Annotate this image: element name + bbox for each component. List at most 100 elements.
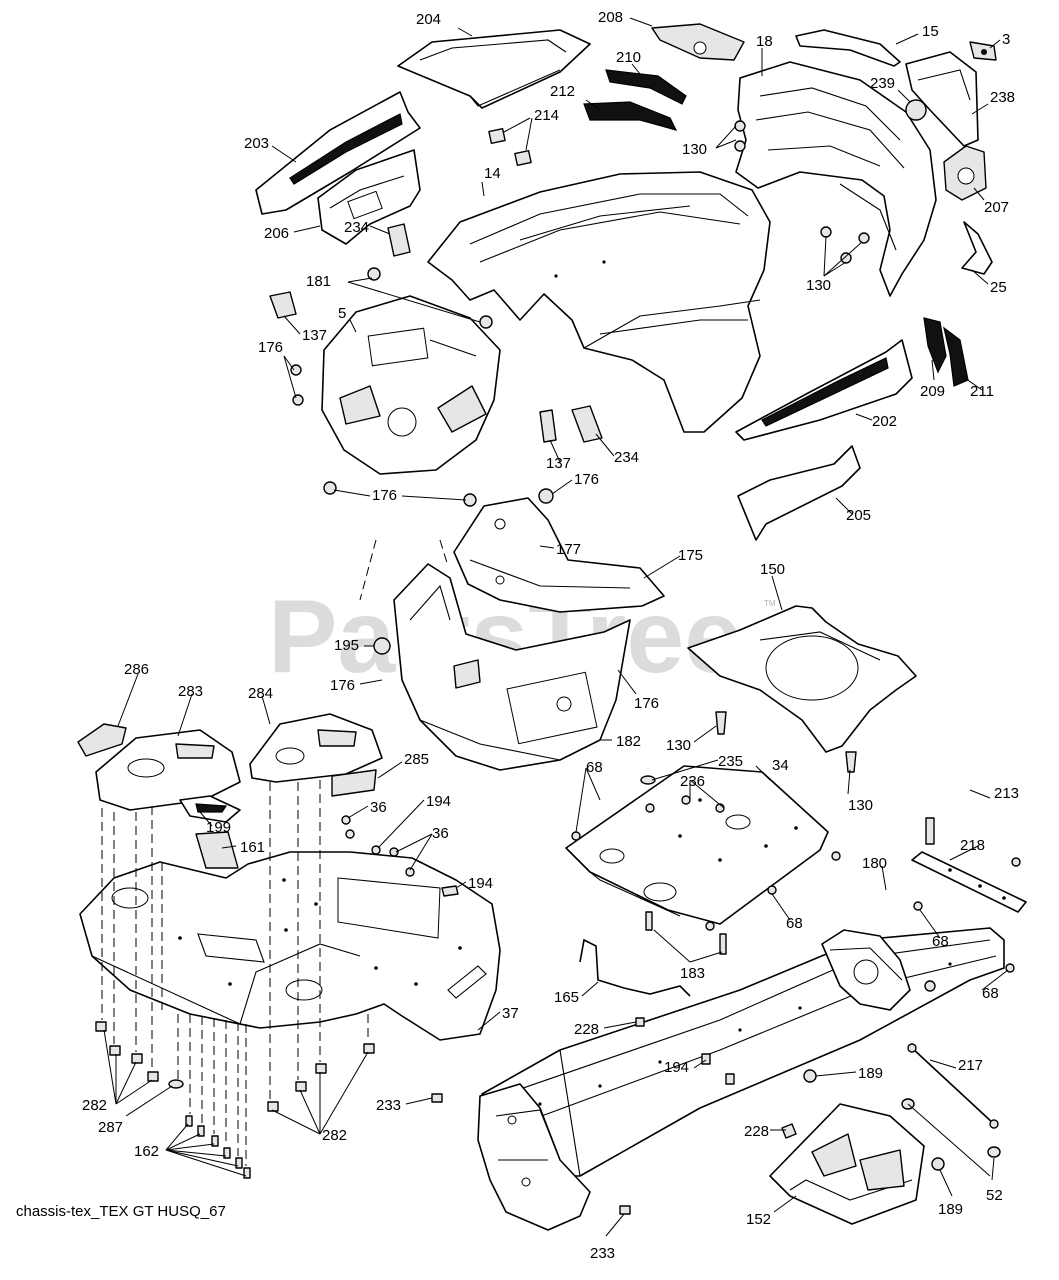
- part-180-frame-rail[interactable]: [481, 927, 1005, 1177]
- part-284-fender-cap[interactable]: [249, 713, 383, 783]
- callout-176-e: 176: [634, 695, 659, 712]
- part-209-side-grille[interactable]: [923, 317, 947, 374]
- part-285-plate[interactable]: [331, 769, 377, 797]
- part-206-dash-panel[interactable]: [317, 149, 421, 245]
- callout-214: 214: [534, 107, 559, 124]
- part-3-badge[interactable]: [969, 41, 997, 61]
- part-238-headlight-housing[interactable]: [905, 51, 979, 147]
- part-36-screws[interactable]: [341, 815, 415, 877]
- callout-labels: 204 208 15 3 210 18 239 238 212 214 203 …: [82, 9, 1019, 1262]
- part-282-nuts[interactable]: [95, 1021, 375, 1112]
- callout-130-d: 130: [848, 797, 873, 814]
- callout-181: 181: [306, 273, 331, 290]
- part-204-hood-panel[interactable]: [397, 29, 591, 109]
- callout-176-c: 176: [574, 471, 599, 488]
- callout-235: 235: [718, 753, 743, 770]
- callout-194-a: 194: [426, 793, 451, 810]
- part-15-strip[interactable]: [795, 29, 901, 67]
- part-228-clips[interactable]: [635, 1017, 797, 1139]
- part-218-bracket[interactable]: [911, 851, 1027, 913]
- callout-36-a: 36: [370, 799, 387, 816]
- part-137-fastener-upper[interactable]: [269, 291, 297, 319]
- callout-130-a: 130: [682, 141, 707, 158]
- callout-175: 175: [678, 547, 703, 564]
- callout-206: 206: [264, 225, 289, 242]
- part-286-cap[interactable]: [77, 723, 127, 757]
- watermark-trademark: TM: [764, 599, 776, 608]
- callout-15: 15: [922, 23, 939, 40]
- part-130-bolts-middle[interactable]: [715, 711, 857, 773]
- part-68-fasteners-right[interactable]: [913, 857, 1021, 973]
- callout-189-a: 189: [858, 1065, 883, 1082]
- part-194-clips[interactable]: [345, 829, 735, 1085]
- callout-210: 210: [616, 49, 641, 66]
- part-34-mounting-plate[interactable]: [565, 765, 829, 925]
- part-176-bushings[interactable]: [290, 364, 554, 507]
- callout-234-b: 234: [614, 449, 639, 466]
- part-205-front-cover[interactable]: [737, 445, 861, 541]
- callout-177: 177: [556, 541, 581, 558]
- callout-68-a: 68: [586, 759, 603, 776]
- callout-137-b: 137: [546, 455, 571, 472]
- callout-5: 5: [338, 305, 346, 322]
- part-37-fender-deck[interactable]: [79, 851, 501, 1041]
- callout-286: 286: [124, 661, 149, 678]
- callout-204: 204: [416, 11, 441, 28]
- frame-side-plate[interactable]: [477, 1083, 591, 1231]
- callout-209: 209: [920, 383, 945, 400]
- part-175-dash-bracket[interactable]: [453, 497, 665, 613]
- part-14-hood[interactable]: [427, 171, 771, 433]
- callout-180: 180: [862, 855, 887, 872]
- part-283-fender-cap[interactable]: [95, 729, 241, 811]
- callout-176-a: 176: [258, 339, 283, 356]
- part-208-bracket[interactable]: [651, 23, 745, 61]
- part-202-grille-bar[interactable]: [735, 339, 913, 441]
- callout-183: 183: [680, 965, 705, 982]
- part-130-bolts-upper[interactable]: [734, 120, 870, 264]
- part-207-lamp[interactable]: [943, 145, 987, 201]
- part-152-cover[interactable]: [769, 1103, 925, 1225]
- part-195-knob[interactable]: [373, 637, 391, 655]
- callout-137-a: 137: [302, 327, 327, 344]
- part-287-spacer[interactable]: [168, 1079, 184, 1089]
- part-234-plate-lower[interactable]: [571, 405, 603, 443]
- part-150-fender[interactable]: [687, 605, 917, 753]
- transmission-assembly[interactable]: [821, 929, 936, 1011]
- part-213-bolt[interactable]: [925, 817, 935, 845]
- part-162-bolts[interactable]: [185, 1115, 251, 1179]
- part-211-side-grille[interactable]: [943, 326, 969, 387]
- part-189-bolts[interactable]: [803, 1069, 945, 1171]
- callout-238: 238: [990, 89, 1015, 106]
- part-5-dash-console[interactable]: [321, 295, 501, 475]
- part-239-light[interactable]: [905, 99, 927, 121]
- part-217-rod[interactable]: [907, 1043, 999, 1129]
- callout-194-c: 194: [664, 1059, 689, 1076]
- callout-68-c: 68: [932, 933, 949, 950]
- callout-228-a: 228: [574, 1021, 599, 1038]
- part-182-dash-housing[interactable]: [393, 563, 631, 771]
- part-25-side-trim[interactable]: [961, 221, 993, 275]
- callout-130-c: 130: [666, 737, 691, 754]
- callout-239: 239: [870, 75, 895, 92]
- part-214-clips[interactable]: [488, 127, 532, 167]
- callout-68-b: 68: [786, 915, 803, 932]
- callout-282-a: 282: [82, 1097, 107, 1114]
- callout-202: 202: [872, 413, 897, 430]
- callout-176-b: 176: [372, 487, 397, 504]
- part-234-plate-upper[interactable]: [387, 223, 411, 257]
- part-210-grille[interactable]: [605, 69, 687, 105]
- part-137-fastener-lower[interactable]: [539, 409, 557, 443]
- part-18-front-nose[interactable]: [735, 61, 937, 297]
- callout-165: 165: [554, 989, 579, 1006]
- part-161-plate[interactable]: [195, 831, 239, 869]
- callout-208: 208: [598, 9, 623, 26]
- callout-283: 283: [178, 683, 203, 700]
- part-165-rod[interactable]: [579, 938, 691, 997]
- callout-233-a: 233: [376, 1097, 401, 1114]
- part-199-plate[interactable]: [179, 795, 241, 823]
- part-212-grille[interactable]: [583, 101, 678, 131]
- callout-211: 211: [970, 383, 994, 400]
- part-183-bolts[interactable]: [645, 911, 727, 955]
- part-203-grille-panel[interactable]: [255, 91, 421, 215]
